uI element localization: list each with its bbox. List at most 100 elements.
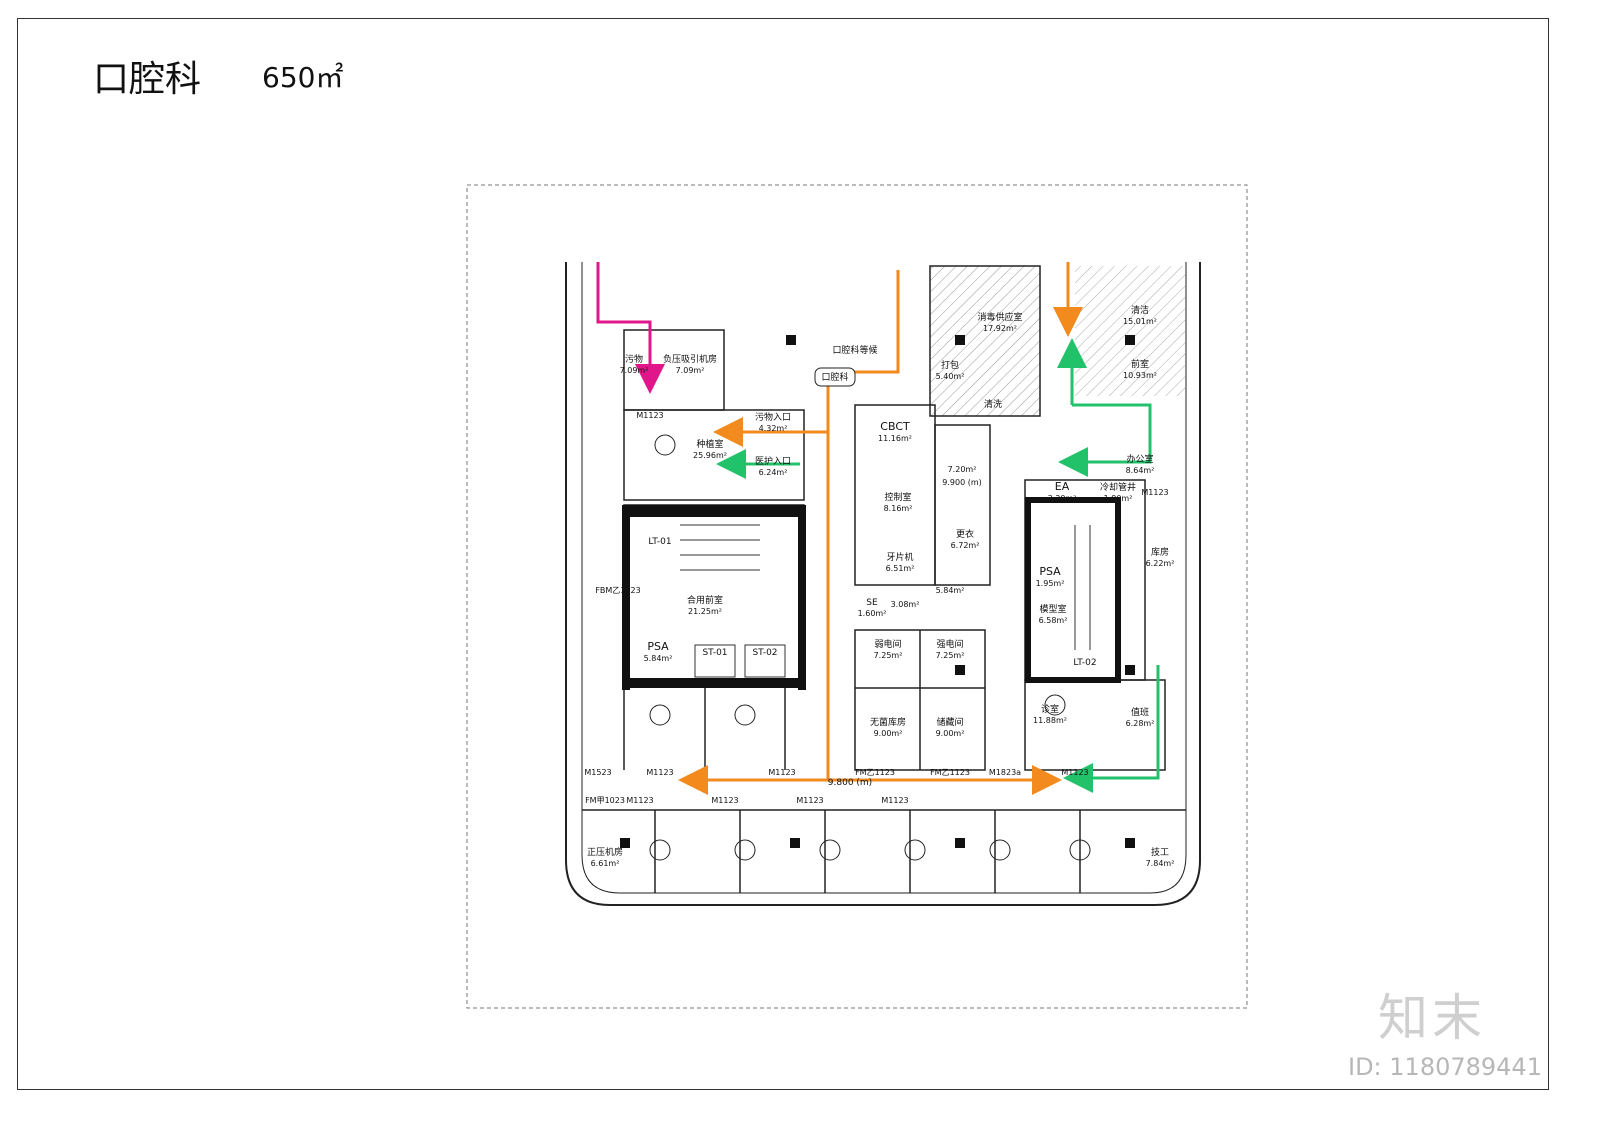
room-strong-area: 7.25m² — [936, 651, 965, 660]
room-shared-front-area: 21.25m² — [688, 607, 722, 616]
room-storeroom-name: 储藏间 — [936, 716, 963, 728]
room-cold-name: 冷却管井 — [1100, 481, 1136, 493]
door-label: M1123 — [646, 768, 673, 777]
building-outline — [565, 262, 1201, 906]
door-label: M1123 — [1141, 488, 1168, 497]
room-pack-name: 打包 — [941, 359, 959, 371]
room-dirty-area: 7.09m² — [620, 366, 649, 375]
door-label: M1123 — [626, 796, 653, 805]
room-control-name: 控制室 — [884, 491, 911, 503]
door-label: M1823a — [989, 768, 1021, 777]
room-dirty-name: 污物 — [625, 353, 643, 365]
dept-sign-box — [814, 367, 856, 387]
room-implant-name: 种植室 — [696, 438, 723, 450]
room-x1b-area: 9.900 (m) — [942, 478, 981, 487]
room-clinic-entry-area: 6.24m² — [759, 468, 788, 477]
room-storage-area: 6.22m² — [1146, 559, 1175, 568]
door-label: M1123 — [796, 796, 823, 805]
door-label: M1123 — [711, 796, 738, 805]
room-strong-name: 强电间 — [936, 638, 963, 650]
room-office-area: 8.64m² — [1126, 466, 1155, 475]
room-ea-area: 3.30m² — [1048, 494, 1077, 503]
room-office-name: 办公室 — [1126, 453, 1153, 465]
flow-arrows — [596, 262, 1160, 795]
door-label: FM乙1123 — [855, 768, 895, 777]
room-st01-name: ST-01 — [702, 648, 727, 658]
room-front-name: 前室 — [1131, 358, 1149, 370]
room-pack-area: 5.40m² — [936, 372, 965, 381]
door-label: M1123 — [768, 768, 795, 777]
room-pressure-name: 正压机房 — [587, 846, 623, 858]
dental-chairs — [649, 434, 1091, 861]
door-label: FM乙1123 — [930, 768, 970, 777]
room-se-name: SE — [866, 598, 878, 608]
room-disinfect-area: 17.92m² — [983, 324, 1017, 333]
room-vacuum-name: 负压吸引机房 — [663, 353, 717, 365]
room-weak-name: 弱电间 — [874, 638, 901, 650]
room-duty-name: 值班 — [1131, 706, 1149, 718]
room-clinic-entry-name: 医护入口 — [755, 455, 791, 467]
room-se-area: 1.60m² — [858, 609, 887, 618]
room-lab-area: 6.58m² — [1039, 616, 1068, 625]
room-control-area: 8.16m² — [884, 504, 913, 513]
stair-core — [622, 497, 1121, 690]
room-clinic-name: 诊室 — [1041, 703, 1059, 715]
room-psa2-area: 1.95m² — [1036, 579, 1065, 588]
area-label: 650㎡ — [262, 61, 344, 94]
room-ea-name: EA — [1055, 480, 1070, 493]
room-psa1-area: 5.84m² — [644, 654, 673, 663]
sheet-border — [17, 18, 1549, 1090]
room-waiting-name: 口腔科等候 — [832, 344, 877, 356]
door-label: M1123 — [636, 411, 663, 420]
room-lt01-name: LT-01 — [648, 537, 671, 547]
room-lt02-name: LT-02 — [1073, 658, 1096, 668]
clean-hatch — [1075, 266, 1185, 396]
room-duty-area: 6.28m² — [1126, 719, 1155, 728]
room-dirty2-name: 清洁 — [1131, 304, 1149, 316]
columns — [620, 335, 1135, 848]
room-floor-height-name: 9.800 (m) — [828, 778, 872, 788]
room-labels: 污物7.09m²负压吸引机房7.09m²口腔科等候口腔科消毒供应室17.92m²… — [587, 304, 1174, 868]
room-tech-area: 7.84m² — [1146, 859, 1175, 868]
room-psa1-name: PSA — [647, 640, 669, 653]
room-sterile-name: 无菌库房 — [870, 716, 906, 728]
room-weak-area: 7.25m² — [874, 651, 903, 660]
watermark-logo: 知末 — [1378, 989, 1486, 1047]
room-cbct-area: 11.16m² — [878, 434, 912, 443]
room-implant-area: 25.96m² — [693, 451, 727, 460]
room-storeroom-area: 9.00m² — [936, 729, 965, 738]
watermark-id: ID: 1180789441 — [1348, 1053, 1542, 1081]
room-change-area: 6.72m² — [951, 541, 980, 550]
room-dirty2-area: 15.01m² — [1123, 317, 1157, 326]
room-panoramic-area: 6.51m² — [886, 564, 915, 573]
dashed-frame — [466, 184, 1248, 1009]
room-clinic-area: 11.88m² — [1033, 716, 1067, 725]
room-panoramic-name: 牙片机 — [886, 551, 913, 563]
room-st02-name: ST-02 — [752, 648, 777, 658]
door-label: M1123 — [881, 796, 908, 805]
room-vacuum-area: 7.09m² — [676, 366, 705, 375]
room-dirtyin-name: 污物入口 — [755, 411, 791, 423]
room-storage-name: 库房 — [1151, 546, 1169, 558]
disinfect-hatch — [930, 266, 1040, 416]
room-shared-front-name: 合用前室 — [687, 594, 723, 606]
room-front-area: 10.93m² — [1123, 371, 1157, 380]
room-sterile-area: 9.00m² — [874, 729, 903, 738]
room-disinfect-name: 消毒供应室 — [977, 311, 1022, 323]
door-label: M1523 — [584, 768, 611, 777]
room-dept-sign-name: 口腔科 — [821, 371, 848, 383]
door-label: M1123 — [1061, 768, 1088, 777]
door-label: FM甲1023 — [585, 796, 625, 805]
room-toilet2-area: 5.84m² — [936, 586, 965, 595]
room-x1-area: 7.20m² — [948, 465, 977, 474]
room-psa2-name: PSA — [1039, 565, 1061, 578]
room-lab-name: 模型室 — [1039, 603, 1066, 615]
room-toilet-area: 3.08m² — [891, 600, 920, 609]
room-clean-name: 清洗 — [984, 398, 1002, 410]
room-cold-area: 1.90m² — [1104, 494, 1133, 503]
room-dirtyin-area: 4.32m² — [759, 424, 788, 433]
door-label: FBM乙1723 — [595, 586, 640, 595]
room-pressure-area: 6.61m² — [591, 859, 620, 868]
